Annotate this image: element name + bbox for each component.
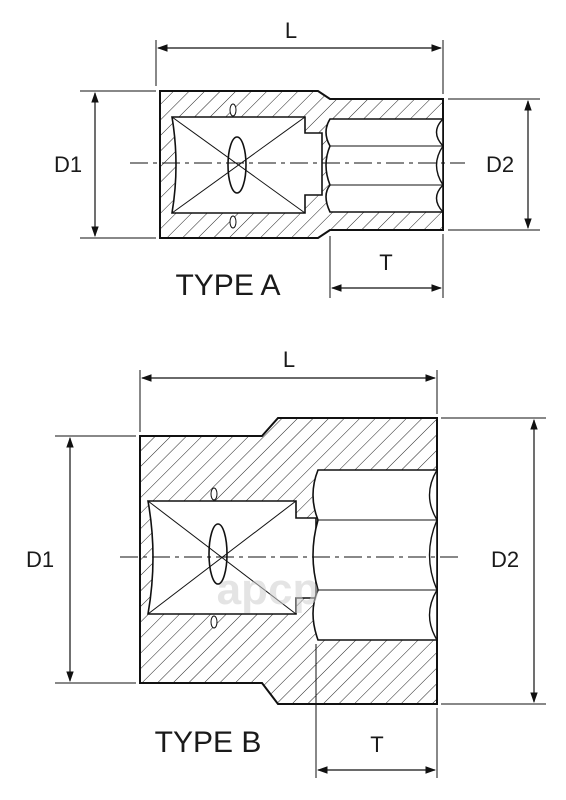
type-a-d2-label: D2 xyxy=(486,152,514,177)
type-b-depth-label: T xyxy=(370,732,383,757)
type-a-length-label: L xyxy=(285,18,297,43)
type-b-drawing: L D1 D2 T TYPE B xyxy=(26,347,546,778)
type-a-hex-opening xyxy=(325,118,444,213)
type-b-title: TYPE B xyxy=(155,726,262,759)
type-a-d1-label: D1 xyxy=(54,152,82,177)
type-b-length-label: L xyxy=(283,347,295,372)
type-a-drive-cavity xyxy=(171,116,323,214)
type-a-depth-label: T xyxy=(379,250,392,275)
type-a-title: TYPE A xyxy=(175,269,280,302)
type-b-hex-opening xyxy=(312,469,438,641)
type-b-d1-label: D1 xyxy=(26,547,54,572)
watermark-logo: apcp xyxy=(217,565,320,614)
type-b-d2-label: D2 xyxy=(491,547,519,572)
type-a-ball-detent xyxy=(227,136,247,194)
type-a-drawing: L D1 D2 T TYPE A xyxy=(54,18,540,302)
